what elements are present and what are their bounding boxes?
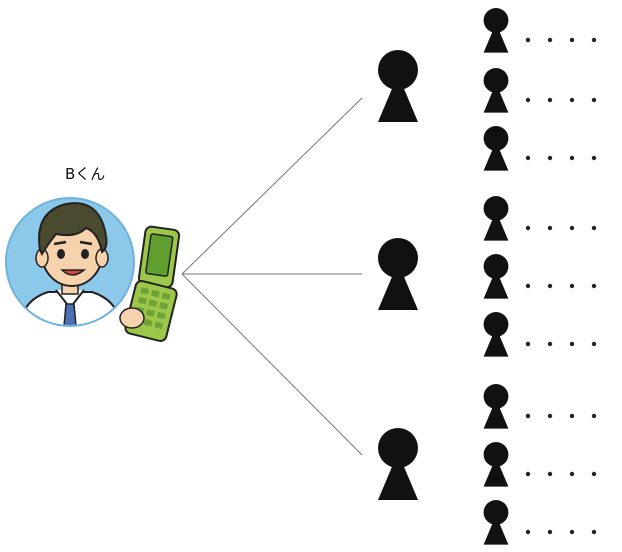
recipient-tier2-row-8: [483, 442, 597, 487]
sender-b-kun: Bくん: [5, 165, 181, 343]
recipient-tier1-1: [378, 50, 418, 122]
continuation-dot: [591, 413, 597, 419]
continuation-dot: [525, 413, 531, 419]
continuation-dot: [547, 225, 553, 231]
continuation-dot: [591, 341, 597, 347]
continuation-dot: [547, 529, 553, 535]
continuation-dot: [525, 529, 531, 535]
recipient-tier2-row-9: [483, 500, 597, 545]
continuation-dot: [547, 283, 553, 289]
recipient-tier2-8: [483, 442, 509, 487]
continuation-dot: [569, 37, 575, 43]
continuation-dot: [525, 97, 531, 103]
continuation-dot: [569, 97, 575, 103]
continuation-dot: [569, 341, 575, 347]
connection-lines: [181, 97, 363, 456]
recipient-tier2-row-6: [483, 312, 597, 357]
continuation-dot: [525, 155, 531, 161]
recipient-tier2-row-2: [483, 68, 597, 113]
continuation-dot: [569, 155, 575, 161]
tier1-recipients: [378, 50, 418, 500]
recipient-tier2-1: [483, 8, 509, 53]
connection-line-1: [181, 97, 363, 275]
continuation-dot: [591, 283, 597, 289]
recipient-tier2-9: [483, 500, 509, 545]
continuation-dot: [547, 155, 553, 161]
continuation-dot: [569, 471, 575, 477]
continuation-dot: [591, 97, 597, 103]
continuation-dot: [591, 155, 597, 161]
continuation-dot: [569, 529, 575, 535]
recipient-tier2-row-1: [483, 8, 597, 53]
continuation-dot: [525, 225, 531, 231]
recipient-tier2-7: [483, 384, 509, 429]
continuation-dot: [525, 37, 531, 43]
continuation-dot: [569, 413, 575, 419]
recipient-tier2-6: [483, 312, 509, 357]
continuation-dot: [525, 341, 531, 347]
continuation-dot: [547, 37, 553, 43]
continuation-dot: [547, 413, 553, 419]
continuation-dot: [591, 529, 597, 535]
boy-with-phone-icon: [5, 197, 135, 327]
recipient-tier2-2: [483, 68, 509, 113]
recipient-tier2-row-4: [483, 196, 597, 241]
continuation-dot: [591, 37, 597, 43]
connection-line-3: [181, 273, 363, 456]
continuation-dot: [525, 471, 531, 477]
continuation-dot: [547, 341, 553, 347]
recipient-tier1-2: [378, 238, 418, 310]
recipient-tier2-row-3: [483, 126, 597, 171]
recipient-tier2-row-5: [483, 254, 597, 299]
recipient-tier2-row-7: [483, 384, 597, 429]
recipient-tier2-5: [483, 254, 509, 299]
continuation-dot: [547, 97, 553, 103]
continuation-dot: [569, 283, 575, 289]
sender-label: Bくん: [65, 165, 105, 183]
continuation-dot: [591, 225, 597, 231]
recipient-tier1-3: [378, 428, 418, 500]
continuation-dot: [591, 471, 597, 477]
tier2-recipients: [483, 8, 597, 545]
recipient-tier2-3: [483, 126, 509, 171]
recipient-tier2-4: [483, 196, 509, 241]
continuation-dot: [569, 225, 575, 231]
continuation-dot: [525, 283, 531, 289]
continuation-dot: [547, 471, 553, 477]
flip-phone-icon: [119, 225, 181, 343]
